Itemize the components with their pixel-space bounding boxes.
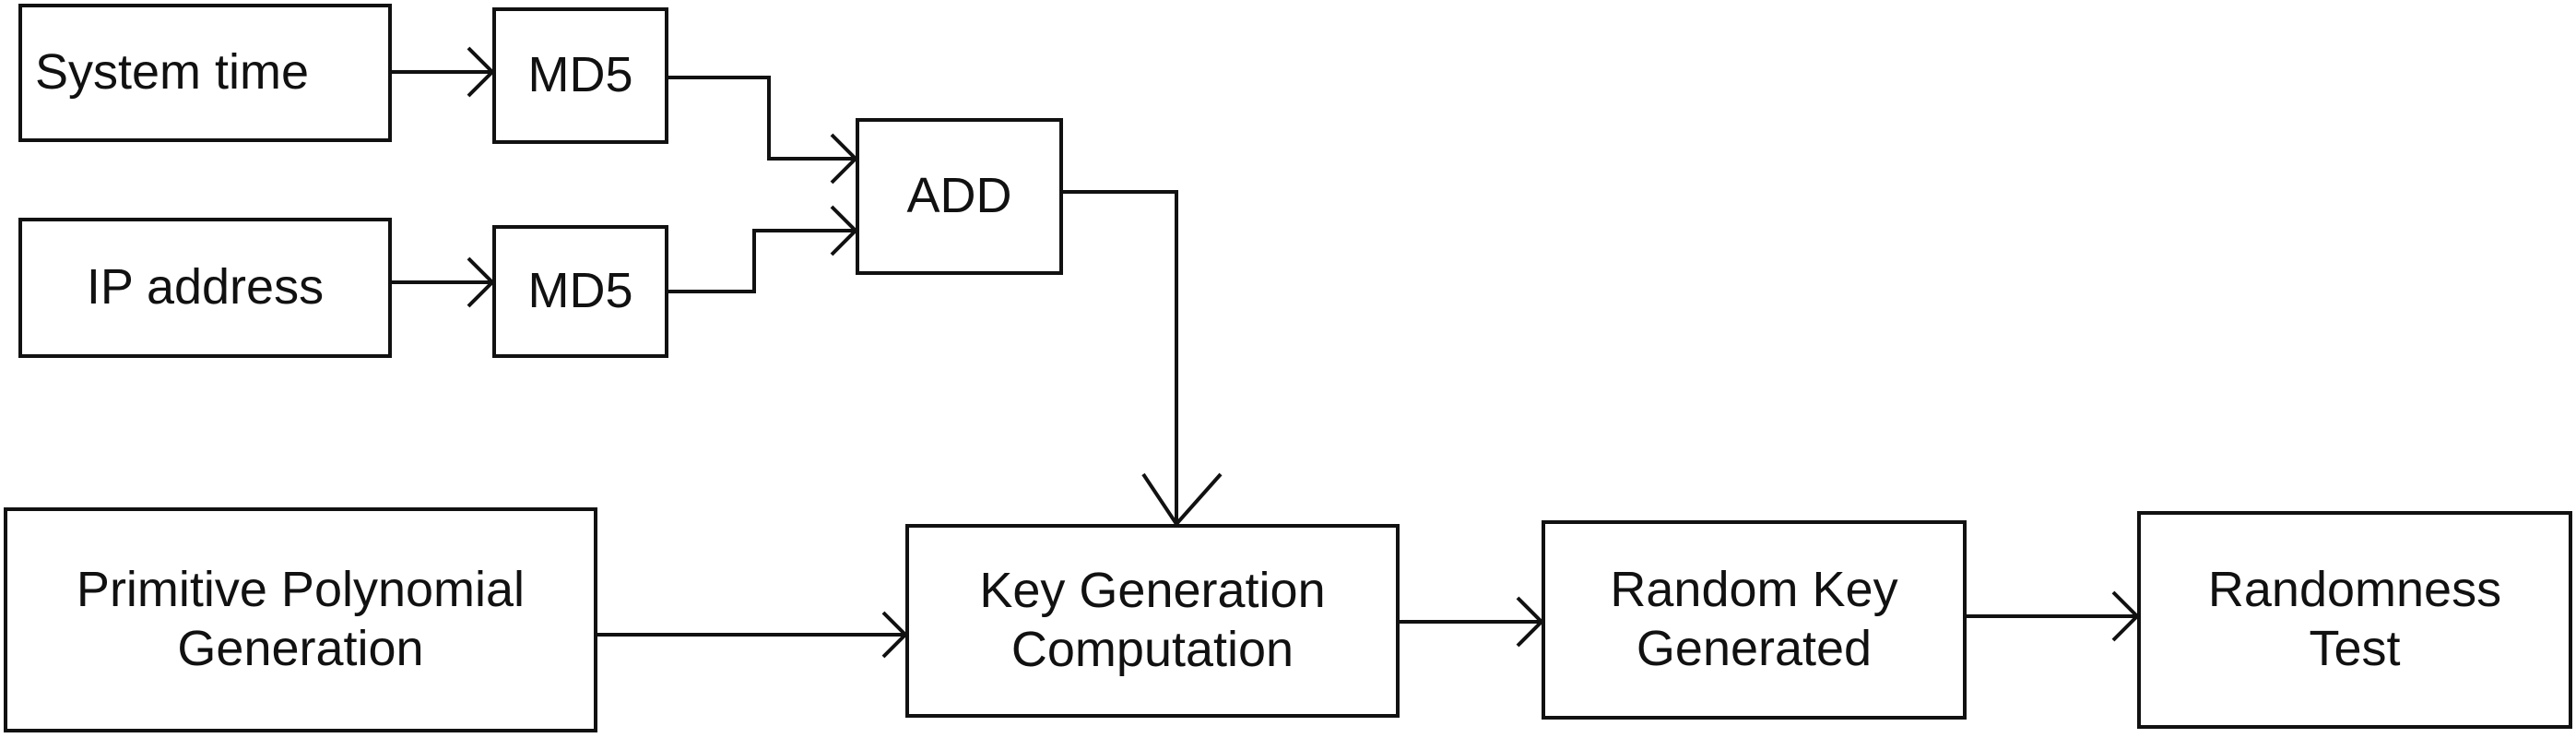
node-key-generation-line1: Key Generation	[979, 563, 1326, 619]
edge-add-to-key-generation	[1063, 190, 1178, 524]
node-key-generation-line2: Computation	[1010, 622, 1294, 677]
node-add-label: ADD	[906, 168, 1012, 224]
node-randomness-test: Randomness Test	[2137, 511, 2572, 729]
node-random-key-line2: Generated	[1636, 621, 1873, 676]
node-random-key-generated: Random Key Generated	[1542, 520, 1967, 720]
node-system-time: System time	[18, 4, 392, 142]
node-key-generation-computation: Key Generation Computation	[905, 524, 1400, 718]
edge-md5-bottom-to-add	[668, 229, 856, 293]
node-ip-address: IP address	[18, 218, 392, 358]
edge-md5-top-to-add	[668, 76, 856, 161]
node-randomness-test-line2: Test	[2309, 621, 2401, 676]
node-primitive-polynomial-line2: Generation	[177, 621, 424, 676]
node-randomness-test-line1: Randomness	[2207, 562, 2502, 618]
node-md5-bottom-label: MD5	[527, 263, 633, 319]
node-primitive-polynomial-generation: Primitive Polynomial Generation	[4, 507, 597, 732]
node-add: ADD	[856, 118, 1063, 275]
node-random-key-line1: Random Key	[1610, 562, 1898, 618]
node-md5-top: MD5	[492, 7, 668, 144]
node-primitive-polynomial-line1: Primitive Polynomial	[76, 562, 526, 618]
node-system-time-label: System time	[35, 44, 310, 101]
node-ip-address-label: IP address	[86, 259, 325, 315]
node-md5-top-label: MD5	[527, 47, 633, 103]
arrowhead-add-to-key-generation	[1141, 472, 1223, 528]
node-md5-bottom: MD5	[492, 225, 668, 358]
